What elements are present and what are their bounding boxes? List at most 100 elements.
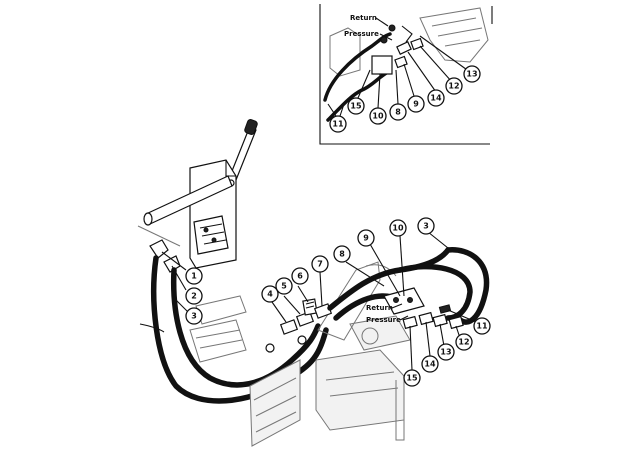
step-plate-upper: [195, 295, 247, 325]
pump-body: [349, 315, 411, 351]
inset-leader-12: [419, 45, 453, 83]
svg-text:1: 1: [191, 272, 197, 281]
callout-3-right: 3: [417, 217, 435, 235]
inset-return-leader: [375, 17, 389, 27]
svg-text:9: 9: [363, 234, 369, 243]
inset-callout-15: 15: [347, 97, 365, 115]
step-plate: [189, 319, 247, 363]
leader-10: [399, 235, 405, 297]
fitting-14: [418, 311, 434, 326]
callout-9: 9: [357, 229, 375, 247]
inset-leader-8: [395, 69, 399, 105]
callout-4: 4: [261, 285, 279, 303]
inset-elbow: [401, 25, 413, 43]
hose-loop-inner: [397, 263, 473, 321]
svg-text:13: 13: [440, 348, 451, 357]
svg-text:15: 15: [350, 102, 362, 111]
hose-loop-outer: [445, 247, 490, 325]
leader-2: [171, 265, 187, 291]
svg-text:3: 3: [423, 222, 429, 231]
fitting-12: [448, 315, 464, 330]
inset-leader-11a: [327, 103, 337, 117]
callout-7: 7: [311, 255, 329, 273]
leader-15: [409, 325, 413, 371]
leader-7: [319, 271, 323, 307]
control-valve-body: [193, 215, 229, 255]
fitting-5: [295, 311, 315, 327]
svg-text:7: 7: [317, 260, 323, 269]
inset-border: [319, 4, 490, 145]
inset-fitting-14: [396, 41, 412, 55]
fitting-11: [438, 304, 452, 314]
inset-callout-11: 11: [329, 115, 347, 133]
main-assembly: Return Pressure 1 2 3 4 5 6 7 8 9 10 3 1…: [137, 119, 491, 447]
callout-2: 2: [185, 287, 203, 305]
svg-text:15: 15: [406, 374, 418, 383]
svg-text:12: 12: [458, 338, 469, 347]
svg-text:14: 14: [424, 360, 436, 369]
svg-text:13: 13: [466, 70, 477, 79]
leader-11: [447, 309, 477, 323]
callout-3-left: 3: [185, 307, 203, 325]
svg-text:2: 2: [191, 292, 197, 301]
leader-4: [271, 301, 287, 323]
main-return-label: Return: [366, 304, 393, 312]
inset-fitting-9: [394, 55, 408, 69]
step-plate-tread: [195, 329, 243, 349]
callout-8: 8: [333, 245, 351, 263]
panel-fold: [225, 160, 236, 177]
main-return-leader: [391, 303, 403, 309]
filter-6-mesh: [305, 301, 315, 309]
svg-text:14: 14: [430, 94, 442, 103]
callout-15: 15: [403, 369, 421, 387]
clamp-right: [297, 335, 307, 345]
svg-text:6: 6: [297, 272, 303, 281]
fitting-15: [402, 315, 418, 330]
callout-5: 5: [275, 277, 293, 295]
shaft-end: [143, 212, 153, 226]
main-pressure-label: Pressure: [366, 316, 401, 324]
callout-6: 6: [291, 267, 309, 285]
inset-callout-13: 13: [463, 65, 481, 83]
inset-fitting-top: [388, 24, 396, 32]
inset-callout-8: 8: [389, 103, 407, 121]
inset-leader-9: [403, 63, 415, 97]
svg-text:12: 12: [448, 82, 459, 91]
lever-knob: [244, 119, 258, 135]
elbow-fitting-upper: [149, 239, 169, 259]
inset-callout-9: 9: [407, 95, 425, 113]
inset-leader-14: [407, 51, 437, 93]
hose-return-main: [151, 255, 329, 404]
leader-1: [161, 251, 187, 271]
detail-inset: Return Pressure 11 15 10 8 9 14 12 13: [319, 4, 493, 145]
drive-shaft: [395, 380, 405, 441]
callout-10: 10: [389, 219, 407, 237]
svg-text:10: 10: [372, 112, 384, 121]
support-bracket: [317, 261, 381, 341]
inset-return-label: Return: [350, 14, 377, 22]
inset-pressure-leader: [379, 33, 393, 41]
inset-frame-hatch: [431, 17, 483, 47]
svg-text:8: 8: [339, 250, 345, 259]
callout-1: 1: [185, 267, 203, 285]
inset-fitting-return: [380, 36, 388, 44]
leader-3b: [427, 231, 449, 249]
inset-callout-14: 14: [427, 89, 445, 107]
svg-text:4: 4: [267, 290, 273, 299]
svg-text:8: 8: [395, 108, 401, 117]
callout-11: 11: [473, 317, 491, 335]
inset-leader-10: [377, 73, 381, 109]
hose-pressure-main: [170, 267, 321, 388]
fitting-4: [279, 319, 299, 335]
svg-text:5: 5: [281, 282, 287, 291]
inset-callout-12: 12: [445, 77, 463, 95]
leader-9: [369, 243, 401, 297]
svg-text:9: 9: [413, 100, 419, 109]
valve-block-port-b: [407, 297, 413, 303]
inset-leader-15: [357, 69, 371, 99]
inset-left-housing: [329, 27, 361, 77]
pump-gear: [361, 327, 379, 345]
valve-port-b: [211, 237, 217, 243]
fitting-13: [432, 313, 448, 328]
